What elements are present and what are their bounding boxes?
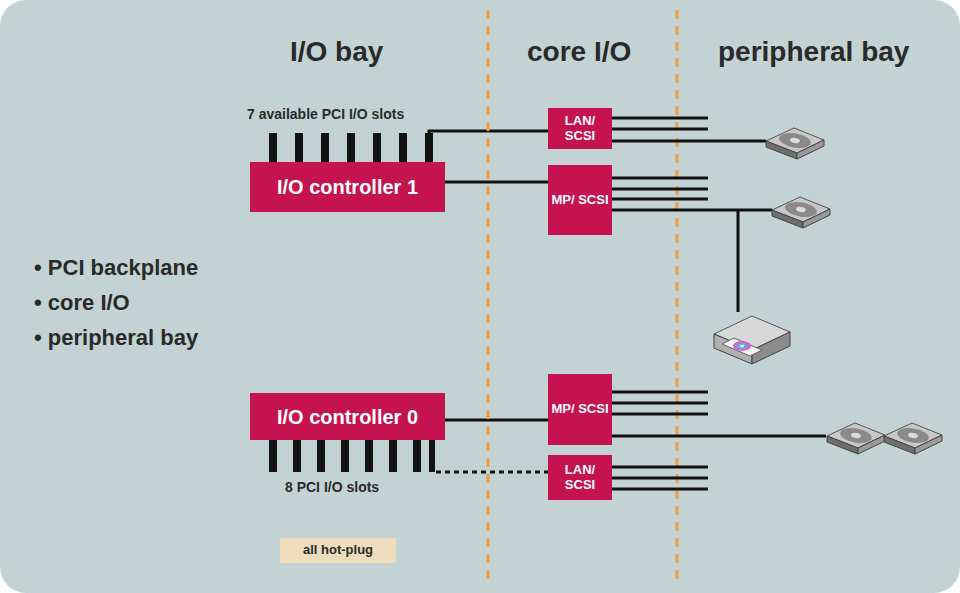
section-heading: core I/O bbox=[527, 36, 631, 68]
bus-connector bbox=[445, 419, 548, 422]
slot-caption: 8 PCI I/O slots bbox=[285, 479, 379, 495]
disk-drive bbox=[772, 197, 830, 228]
core-io-chip: LAN/ SCSI bbox=[548, 108, 612, 149]
divider-line bbox=[487, 10, 490, 583]
bullet-item: • core I/O bbox=[34, 290, 130, 316]
pci-slots bbox=[269, 440, 435, 472]
box-label: I/O controller 1 bbox=[277, 176, 418, 198]
disk-drive bbox=[884, 423, 942, 454]
note-box: all hot-plug bbox=[280, 538, 396, 563]
bus-connector bbox=[432, 440, 548, 472]
divider-line bbox=[676, 10, 679, 583]
box-label: LAN/ SCSI bbox=[548, 114, 612, 143]
io-controller-box: I/O controller 1 bbox=[250, 162, 445, 212]
section-heading: I/O bay bbox=[290, 36, 383, 68]
box-label: all hot-plug bbox=[303, 543, 373, 557]
disk-drive bbox=[766, 128, 824, 159]
pci-slots bbox=[269, 133, 433, 163]
cd-rom-drive bbox=[714, 316, 790, 364]
section-heading: peripheral bay bbox=[718, 36, 909, 68]
bullet-item: • peripheral bay bbox=[34, 325, 198, 351]
bus-connector bbox=[445, 181, 548, 184]
bus-lines bbox=[604, 118, 826, 489]
core-io-chip: LAN/ SCSI bbox=[548, 455, 612, 500]
box-label: MP/ SCSI bbox=[551, 193, 608, 207]
box-label: MP/ SCSI bbox=[551, 402, 608, 416]
core-io-chip: MP/ SCSI bbox=[548, 374, 612, 445]
box-label: I/O controller 0 bbox=[277, 406, 418, 428]
bullet-item: • PCI backplane bbox=[34, 255, 198, 281]
core-io-chip: MP/ SCSI bbox=[548, 165, 612, 235]
slot-caption: 7 available PCI I/O slots bbox=[247, 106, 404, 122]
io-controller-box: I/O controller 0 bbox=[250, 393, 445, 440]
disk-drive bbox=[827, 423, 885, 454]
box-label: LAN/ SCSI bbox=[548, 463, 612, 492]
